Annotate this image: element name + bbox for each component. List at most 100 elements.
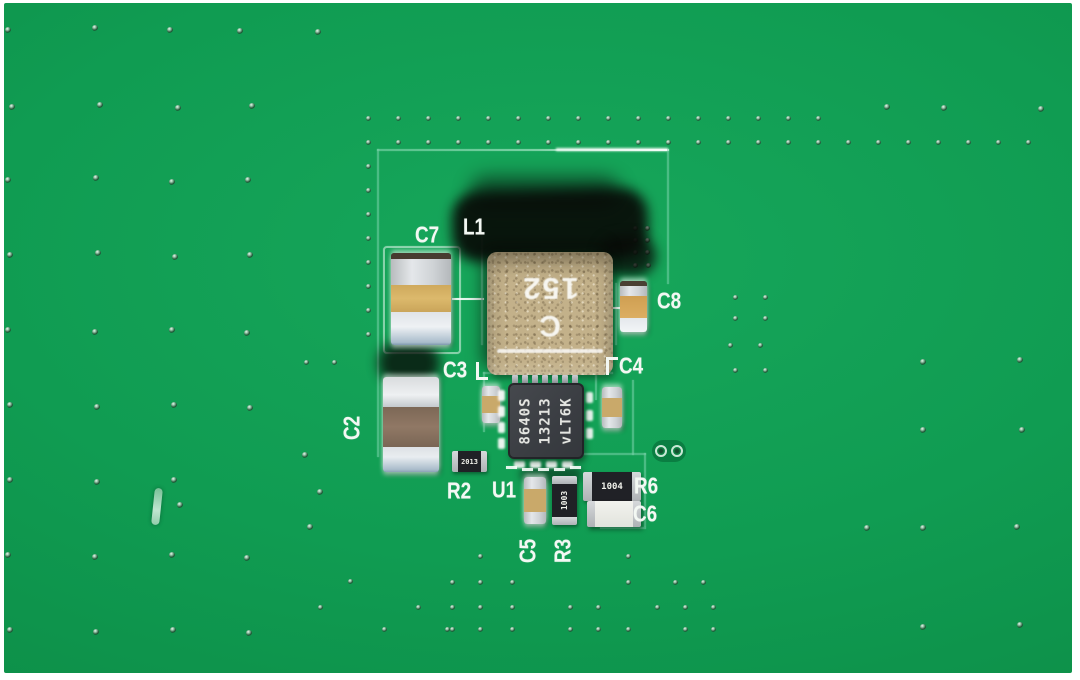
via-dot	[381, 626, 387, 632]
component-c8-capacitor	[620, 281, 647, 332]
component-c3-capacitor	[482, 386, 500, 423]
bracket-c3	[476, 362, 488, 380]
u1-marking: 8640S 13213 vLT6K	[516, 397, 577, 444]
pad-hole	[671, 445, 683, 457]
c3-body	[482, 396, 500, 413]
u1-pad	[498, 438, 505, 449]
trace-rect-left	[377, 149, 379, 457]
via-dot	[477, 553, 483, 559]
r2-right-terminal	[481, 451, 487, 472]
c7-bottom-terminal	[391, 312, 451, 345]
c6-left-terminal	[587, 501, 595, 527]
via-dot	[169, 179, 175, 185]
c7-top-terminal	[391, 259, 451, 285]
via-dot	[172, 254, 178, 260]
via-dot	[785, 139, 791, 145]
via-dot	[444, 626, 450, 632]
via-dot	[317, 489, 323, 495]
via-dot	[5, 27, 11, 33]
via-dot	[595, 626, 601, 632]
trace-ic-right	[595, 372, 597, 400]
via-dot	[244, 555, 250, 561]
silk-dash	[506, 466, 517, 469]
u1-pad	[586, 392, 593, 403]
via-dot	[455, 139, 461, 145]
via-dot	[700, 579, 706, 585]
via-dot	[727, 342, 733, 348]
u1-pad	[586, 428, 593, 439]
via-dot	[97, 102, 103, 108]
via-dot	[725, 139, 731, 145]
via-dot	[317, 604, 323, 610]
via-dot	[920, 359, 926, 365]
via-dot	[92, 329, 98, 335]
via-dot	[732, 294, 738, 300]
via-dot	[605, 115, 611, 121]
via-dot	[1025, 139, 1031, 145]
via-dot	[595, 604, 601, 610]
via-dot	[725, 115, 731, 121]
l1-solder-line	[497, 349, 603, 353]
c4-top-terminal	[602, 387, 622, 398]
r2-marking: 2013	[461, 457, 478, 466]
label-c8: C8	[656, 287, 682, 314]
via-dot	[920, 624, 926, 630]
u1-pin	[532, 375, 538, 384]
via-dot	[965, 139, 971, 145]
via-dot	[9, 104, 15, 110]
via-dot	[732, 315, 738, 321]
via-dot	[92, 25, 98, 31]
via-dot	[7, 402, 13, 408]
c8-top-edge	[620, 281, 647, 286]
via-dot	[762, 294, 768, 300]
via-dot	[347, 578, 353, 584]
via-dot	[815, 115, 821, 121]
label-c2: C2	[338, 415, 365, 441]
r3-bottom-terminal	[552, 517, 577, 525]
u1-marking-line1: 8640S	[517, 397, 534, 445]
via-dot	[5, 327, 11, 333]
via-dot	[757, 342, 763, 348]
label-r2: R2	[446, 477, 472, 504]
u1-pin	[542, 375, 548, 384]
label-c6: C6	[632, 500, 658, 527]
via-dot	[449, 579, 455, 585]
component-u1-ic: 8640S 13213 vLT6K	[498, 375, 593, 468]
r3-body: 1003	[552, 484, 577, 517]
label-c5: C5	[514, 538, 541, 564]
via-dot	[710, 626, 716, 632]
c4-body	[602, 398, 622, 417]
via-dot	[920, 525, 926, 531]
via-dot	[695, 115, 701, 121]
via-dot	[175, 105, 181, 111]
via-dot	[635, 115, 641, 121]
via-dot	[509, 626, 515, 632]
via-dot	[415, 604, 421, 610]
via-dot	[477, 626, 483, 632]
label-r6: R6	[633, 472, 659, 499]
via-dot	[425, 139, 431, 145]
via-dot	[732, 367, 738, 373]
r6-marking: 1004	[601, 481, 623, 492]
via-dot	[395, 139, 401, 145]
c6-right-terminal	[633, 501, 641, 527]
l1-marking-value: 152	[521, 271, 579, 307]
via-dot	[7, 252, 13, 258]
c6-body	[595, 501, 633, 527]
u1-pin	[552, 375, 558, 384]
via-dot	[625, 553, 631, 559]
u1-package: 8640S 13213 vLT6K	[508, 383, 584, 459]
trace-l1-left-pad	[481, 232, 483, 345]
via-dot	[935, 139, 941, 145]
via-dot	[365, 307, 371, 313]
silk-dash	[554, 468, 565, 471]
via-dot	[425, 115, 431, 121]
label-l1: L1	[462, 213, 486, 240]
label-c7: C7	[414, 221, 440, 248]
via-dot	[1017, 357, 1023, 363]
u1-pad	[586, 410, 593, 421]
r6-left-terminal	[583, 472, 592, 501]
via-dot	[682, 604, 688, 610]
u1-pad	[514, 461, 525, 468]
